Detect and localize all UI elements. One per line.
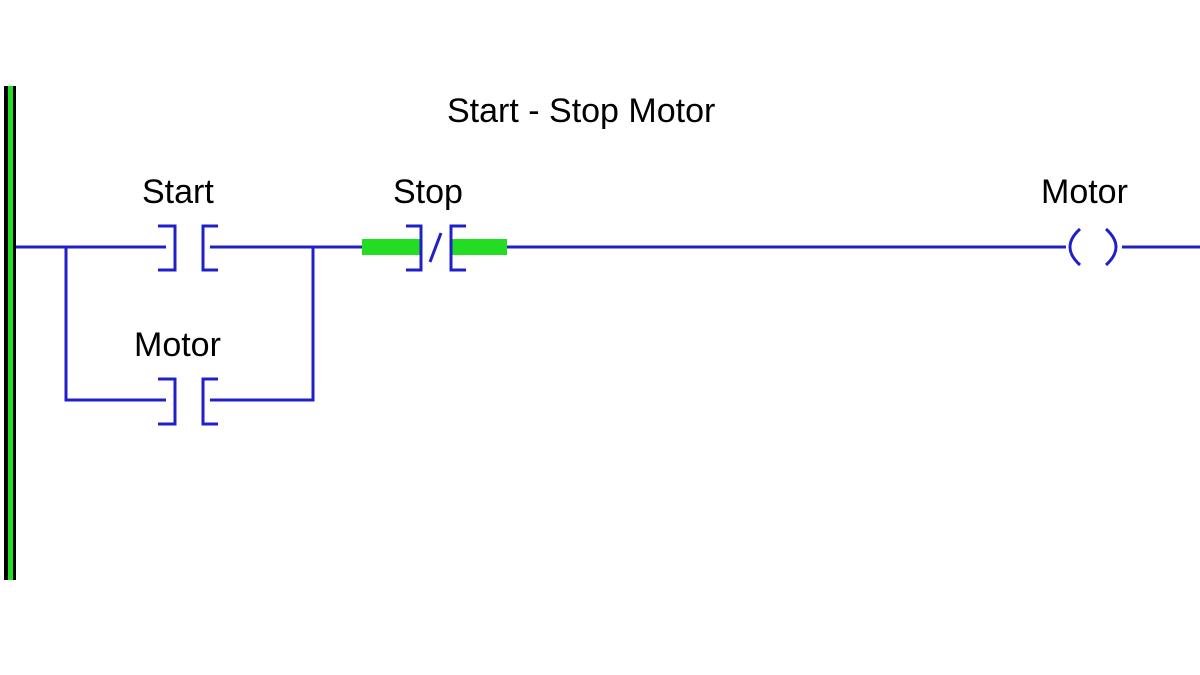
start-contact[interactable]: [158, 224, 218, 272]
stop-contact[interactable]: [362, 224, 507, 272]
motor-seal-in-contact[interactable]: [158, 377, 218, 426]
rung-title: Start - Stop Motor: [447, 92, 716, 130]
start-contact-label: Start: [142, 173, 214, 211]
motor-seal-in-contact-label: Motor: [134, 326, 221, 364]
stop-contact-energized-highlight-left: [362, 239, 420, 255]
left-power-rail: [4, 86, 16, 580]
stop-contact-label: Stop: [393, 173, 463, 211]
parallel-branch: [64, 247, 315, 402]
motor-coil[interactable]: [1068, 227, 1118, 267]
stop-contact-energized-highlight-right: [450, 239, 507, 255]
motor-coil-label: Motor: [1041, 173, 1128, 211]
